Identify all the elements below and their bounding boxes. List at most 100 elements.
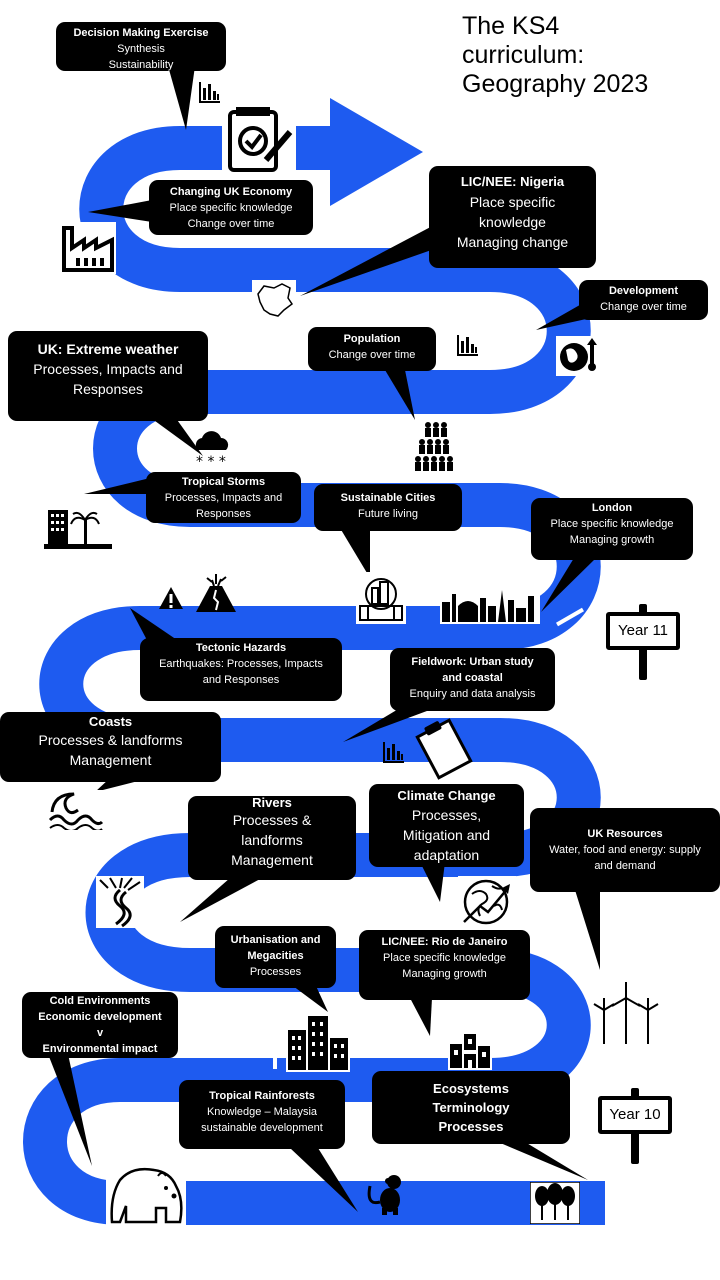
bubble-heading: LIC/NEE: Nigeria	[460, 174, 565, 189]
bubble-text: Place specific knowledge	[169, 202, 293, 214]
pointer-resources	[575, 890, 600, 970]
globe-thermometer-icon	[556, 336, 600, 376]
bar-chart-icon	[199, 82, 220, 103]
clipboard-icon	[415, 718, 473, 780]
bubble-fieldwork: Fieldwork: Urban study and coastal Enqui…	[390, 648, 555, 711]
polar-bear-icon	[106, 1160, 186, 1230]
bubble-development: Development Change over time	[579, 280, 708, 320]
bubble-heading: Economic development	[38, 1011, 162, 1023]
bubble-text: Synthesis	[117, 43, 165, 55]
pointer-ecosystems	[498, 1142, 588, 1180]
bubble-heading: Megacities	[247, 950, 304, 962]
bubble-text: Managing growth	[569, 534, 655, 546]
population-icon	[415, 422, 453, 471]
title-line: The KS4	[462, 12, 560, 40]
bubble-sustainable-cities: Sustainable Cities Future living	[314, 484, 462, 531]
bubble-text: Processes & landforms	[38, 732, 183, 748]
bubble-population: Population Change over time	[308, 327, 436, 371]
pointer-population	[385, 370, 415, 420]
bubble-heading: and coastal	[442, 672, 503, 684]
page-title: The KS4 curriculum: Geography 2023	[462, 12, 712, 99]
title-line: Geography 2023	[462, 70, 649, 98]
pointer-nigeria	[300, 222, 460, 296]
bubble-heading: Climate Change	[397, 788, 496, 803]
bubble-decision-making: Decision Making Exercise Synthesis Susta…	[56, 22, 226, 71]
bubble-tectonic-hazards: Tectonic Hazards Earthquakes: Processes,…	[140, 638, 342, 701]
bubble-text: Responses	[195, 508, 252, 520]
bubble-text: Enquiry and data analysis	[409, 688, 536, 700]
road-dash	[273, 1033, 277, 1069]
bubble-heading: Ecosystems	[433, 1081, 509, 1096]
bubble-text: Change over time	[187, 218, 275, 230]
pointer-storms	[84, 478, 150, 494]
bubble-text: and Responses	[202, 674, 280, 686]
bubble-heading: Tectonic Hazards	[195, 642, 287, 654]
bubble-text: Management	[69, 752, 152, 768]
bubble-text: Knowledge – Malaysia	[206, 1106, 318, 1118]
bubble-heading: Tropical Rainforests	[209, 1090, 315, 1102]
factory-icon	[60, 222, 116, 274]
bubble-london: London Place specific knowledge Managing…	[531, 498, 693, 560]
warning-icon	[159, 587, 183, 609]
bubble-heading: Sustainable Cities	[340, 492, 436, 504]
river-icon	[96, 876, 144, 928]
snow-cloud-icon: * * *	[195, 431, 229, 468]
bubble-text: Processes,	[411, 807, 482, 823]
bubble-text: Future living	[358, 508, 418, 520]
trees-icon	[530, 1182, 580, 1224]
bubble-heading: Environmental impact	[42, 1043, 158, 1055]
bubble-tropical-storms: Tropical Storms Processes, Impacts and R…	[146, 472, 301, 523]
bubble-rivers: Rivers Processes & landforms Management	[188, 796, 356, 880]
sign-board: Year 11	[606, 612, 680, 650]
bubble-text: Sustainability	[108, 59, 174, 71]
bubble-heading: Rivers	[252, 795, 292, 810]
pointer-cities	[340, 528, 370, 578]
pointer-tectonic	[130, 608, 180, 642]
pointer-decision	[168, 66, 195, 130]
bubble-text: Place specific knowledge	[383, 952, 506, 964]
road-arrowhead	[330, 98, 423, 206]
sign-board: Year 10	[598, 1096, 672, 1134]
bubble-heading: Changing UK Economy	[169, 186, 293, 198]
bubble-heading: Decision Making Exercise	[73, 27, 209, 39]
volcano-icon	[196, 574, 236, 612]
pointer-rivers	[180, 878, 262, 922]
bubble-text: Managing change	[456, 234, 569, 250]
tropical-building-icon	[44, 506, 112, 550]
bubble-text: landforms	[241, 832, 303, 848]
pointer-london	[541, 558, 596, 612]
bubble-text: Management	[231, 852, 313, 868]
bubble-heading: v	[96, 1027, 104, 1039]
bubble-text: Processes	[249, 966, 302, 978]
bubble-coasts: Coasts Processes & landforms Management	[0, 712, 221, 782]
bubble-heading: Fieldwork: Urban study	[411, 656, 534, 668]
pointer-climate	[420, 862, 445, 902]
bubble-text: adaptation	[413, 847, 480, 863]
bubble-heading: LIC/NEE: Rio de Janeiro	[381, 936, 508, 948]
skyscrapers-icon	[286, 1012, 350, 1072]
title-line: curriculum:	[462, 41, 585, 69]
bubble-uk-resources: UK Resources Water, food and energy: sup…	[530, 808, 720, 892]
bubble-text: knowledge	[479, 214, 546, 230]
bar-chart-icon	[383, 742, 404, 763]
bubble-climate-change: Climate Change Processes, Mitigation and…	[369, 784, 524, 867]
bar-chart-icon	[457, 335, 478, 356]
bubble-nigeria: LIC/NEE: Nigeria Place specific knowledg…	[429, 166, 596, 268]
bubble-heading: Cold Environments	[49, 995, 151, 1007]
bubble-text: Processes, Impacts and	[164, 492, 283, 504]
svg-text:* * *: * * *	[196, 454, 226, 468]
bubble-heading: Tropical Storms	[181, 476, 266, 488]
bubble-tropical-rainforests: Tropical Rainforests Knowledge – Malaysi…	[179, 1080, 345, 1149]
bubble-text: Place specific knowledge	[550, 518, 674, 530]
bubble-urbanisation: Urbanisation and Megacities Processes	[215, 926, 336, 988]
pointer-rio	[410, 998, 432, 1036]
pointer-weather	[140, 410, 203, 456]
nigeria-map-icon	[252, 280, 296, 320]
houses-icon	[448, 1030, 492, 1070]
bubble-text: Place specific	[469, 194, 556, 210]
bubble-text: Mitigation and	[402, 827, 491, 843]
wind-turbine-icon	[593, 982, 659, 1044]
bubble-text: Water, food and energy: supply	[549, 844, 701, 856]
road-dash	[163, 885, 167, 907]
